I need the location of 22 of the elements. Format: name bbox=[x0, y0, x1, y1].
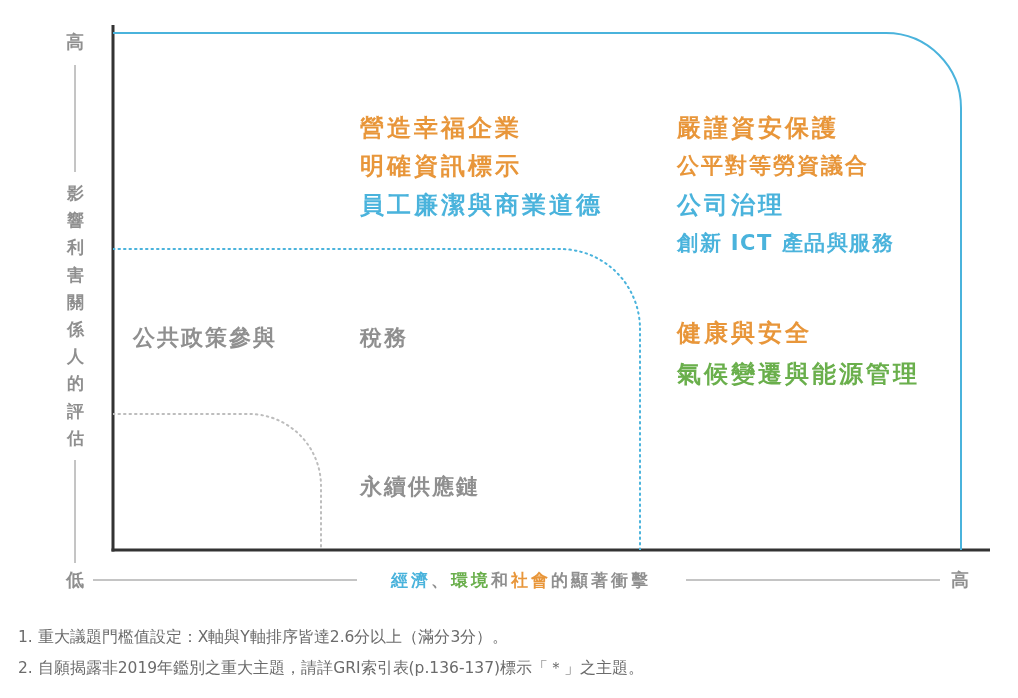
topic-label: 公司治理 bbox=[677, 190, 785, 220]
outer-zone bbox=[113, 32, 962, 550]
topic-label: 健康與安全 bbox=[677, 318, 812, 348]
axis-end-label: 高 bbox=[66, 31, 84, 53]
axis-end-label: 高 bbox=[951, 569, 969, 591]
topic-label: 明確資訊標示 bbox=[360, 151, 522, 181]
topic-label: 創新 ICT 產品與服務 bbox=[677, 230, 895, 257]
inner-zone bbox=[113, 413, 322, 550]
topic-label: 氣候變遷與能源管理 bbox=[677, 359, 920, 389]
topic-label: 員工廉潔與商業道德 bbox=[360, 190, 603, 220]
middle-zone bbox=[113, 248, 641, 550]
axis-end-label: 低 bbox=[66, 569, 84, 591]
footnote: 1. 重大議題門檻值設定：X軸與Y軸排序皆達2.6分以上（滿分3分）。 bbox=[18, 627, 509, 647]
topic-label: 稅務 bbox=[360, 324, 408, 352]
topic-label: 公共政策參與 bbox=[133, 324, 277, 352]
y-axis-title: 影響利害關係人的評估 bbox=[66, 182, 84, 450]
x-axis-title: 經濟、環境和社會的顯著衝擊 bbox=[391, 569, 651, 591]
topic-label: 營造幸福企業 bbox=[360, 113, 522, 143]
footnote: 2. 自願揭露非2019年鑑別之重大主題，請詳GRI索引表(p.136-137)標示「＊」之主題。 bbox=[18, 658, 645, 678]
topic-label: 嚴謹資安保護 bbox=[677, 113, 839, 143]
topic-label: 永續供應鏈 bbox=[360, 473, 480, 501]
topic-label: 公平對等勞資議合 bbox=[677, 152, 869, 180]
